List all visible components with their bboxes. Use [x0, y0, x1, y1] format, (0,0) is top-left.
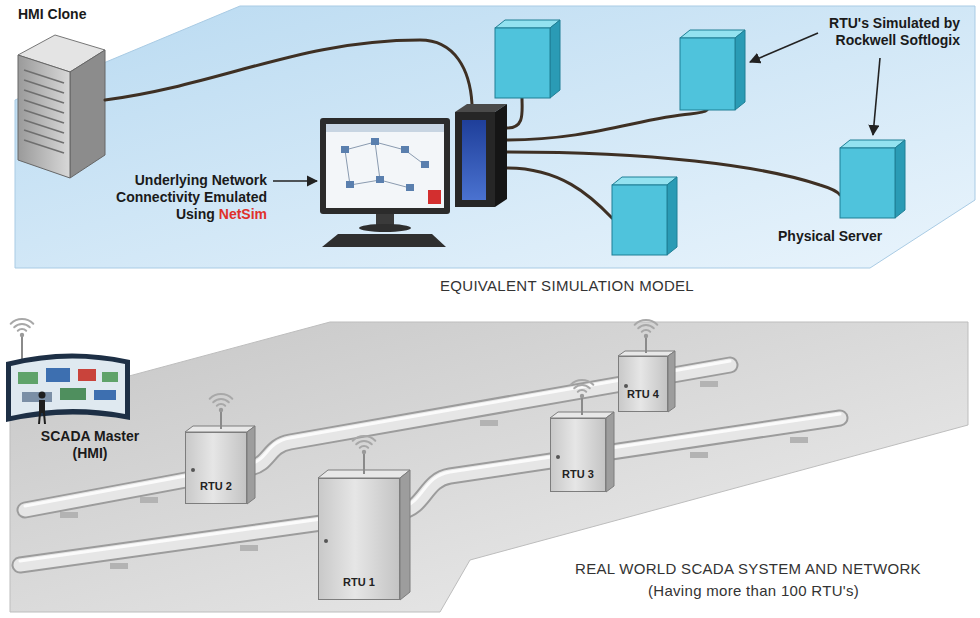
node-label: SCADA Master (HMI): [28, 428, 152, 462]
node-label: RTU 2: [200, 480, 232, 493]
callout-text: RTU's Simulated by Rockwell Softlogix: [775, 15, 960, 49]
softlogix-box: [495, 20, 905, 255]
pipeline: [20, 361, 840, 565]
server-label: HMI Clone: [18, 6, 86, 23]
operator-figure: [39, 392, 46, 425]
node-label: RTU 3: [562, 468, 594, 481]
rtu-box: RTU 1: [318, 478, 400, 600]
hmi-station: SCADA Master (HMI): [28, 428, 152, 462]
software-name: NetSim: [219, 206, 267, 222]
node-label: HMI Clone: [18, 6, 86, 23]
simulation-plane: [15, 6, 975, 268]
rtu-box: RTU 4: [618, 356, 668, 412]
section-subtitle: (Having more than 100 RTU's): [648, 582, 859, 600]
node-label: RTU 4: [627, 388, 659, 401]
section-title: REAL WORLD SCADA SYSTEM AND NETWORK: [575, 560, 921, 578]
callout-text: Underlying Network Connectivity Emulated…: [85, 172, 267, 223]
leader-arrow: [273, 33, 880, 181]
rtu-box: RTU 3: [550, 418, 606, 492]
pipe-support: [60, 381, 808, 569]
server-label: Physical Server: [778, 228, 882, 245]
field-plane: [10, 322, 968, 612]
netsim-workstation: [320, 104, 507, 247]
node-label: RTU 1: [343, 576, 375, 589]
server-tower: [18, 35, 105, 178]
scada-display: [6, 353, 130, 422]
node-label: Physical Server: [778, 228, 882, 245]
section-title: EQUIVALENT SIMULATION MODEL: [440, 277, 694, 295]
rtu-box: RTU 2: [185, 432, 247, 504]
